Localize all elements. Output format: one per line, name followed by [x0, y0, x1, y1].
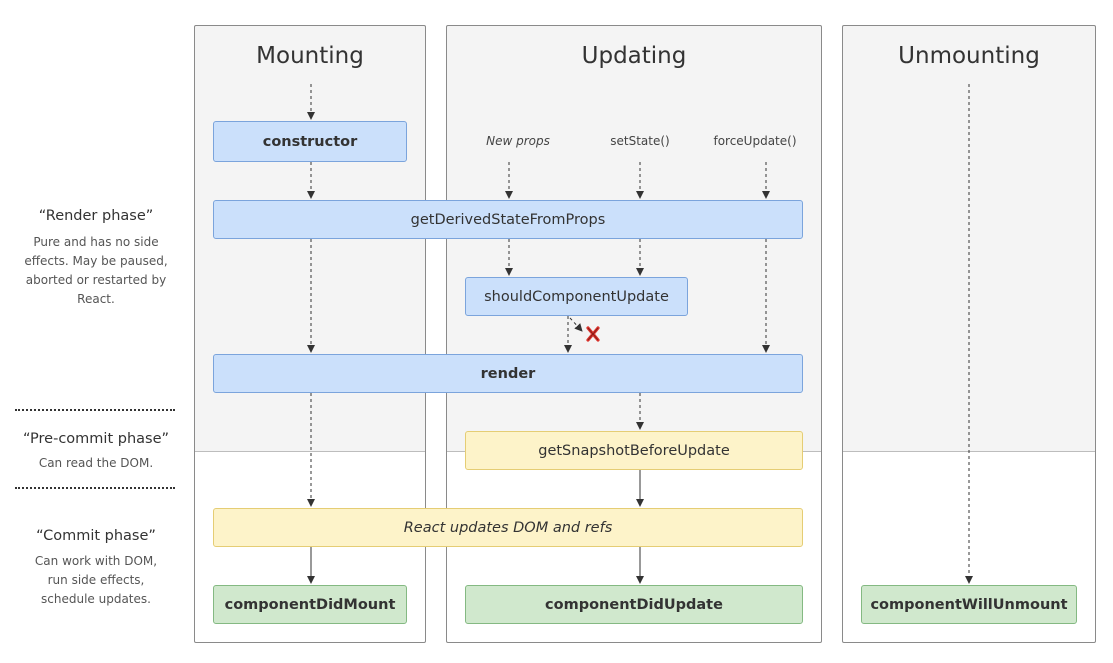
get-snapshot-before-update-box: getSnapshotBeforeUpdate [465, 431, 803, 470]
component-did-mount-box: componentDidMount [213, 585, 407, 624]
render-box: render [213, 354, 803, 393]
trigger-new-props: New props [486, 134, 550, 148]
render-phase-line: aborted or restarted by [25, 273, 167, 287]
render-phase-title: “Render phase” [38, 208, 154, 224]
commit-phase-line: schedule updates. [41, 592, 151, 606]
get-derived-state-from-props-box: getDerivedStateFromProps [213, 200, 803, 239]
react-updates-dom-box: React updates DOM and refs [213, 508, 803, 547]
phase-separator-render-precommit [15, 409, 175, 411]
commit-phase-title: “Commit phase” [36, 528, 156, 544]
commit-phase-line: Can work with DOM, [34, 554, 158, 568]
updating-title: Updating [581, 43, 687, 69]
mounting-phase-divider [195, 451, 425, 452]
render-phase-line: Pure and has no side [33, 235, 159, 249]
trigger-force-update: forceUpdate() [713, 134, 797, 148]
should-component-update-box: shouldComponentUpdate [465, 277, 688, 316]
component-did-update-box: componentDidUpdate [465, 585, 803, 624]
phase-separator-precommit-commit [15, 487, 175, 489]
component-will-unmount-box: componentWillUnmount [861, 585, 1077, 624]
commit-phase-line: run side effects, [47, 573, 145, 587]
arrow-scu-cancel [569, 317, 583, 332]
commit-phase-description: Can work with DOM, run side effects, sch… [11, 552, 181, 609]
trigger-set-state: setState() [610, 134, 670, 148]
unmounting-title: Unmounting [898, 43, 1040, 69]
precommit-phase-line: Can read the DOM. [38, 456, 154, 470]
render-phase-line: effects. May be paused, [24, 254, 168, 268]
mounting-title: Mounting [256, 43, 364, 69]
render-phase-description: Pure and has no side effects. May be pau… [11, 233, 181, 309]
precommit-phase-title: “Pre-commit phase” [22, 431, 170, 447]
render-phase-line: React. [77, 292, 115, 306]
constructor-box: constructor [213, 121, 407, 162]
precommit-phase-description: Can read the DOM. [11, 454, 181, 473]
